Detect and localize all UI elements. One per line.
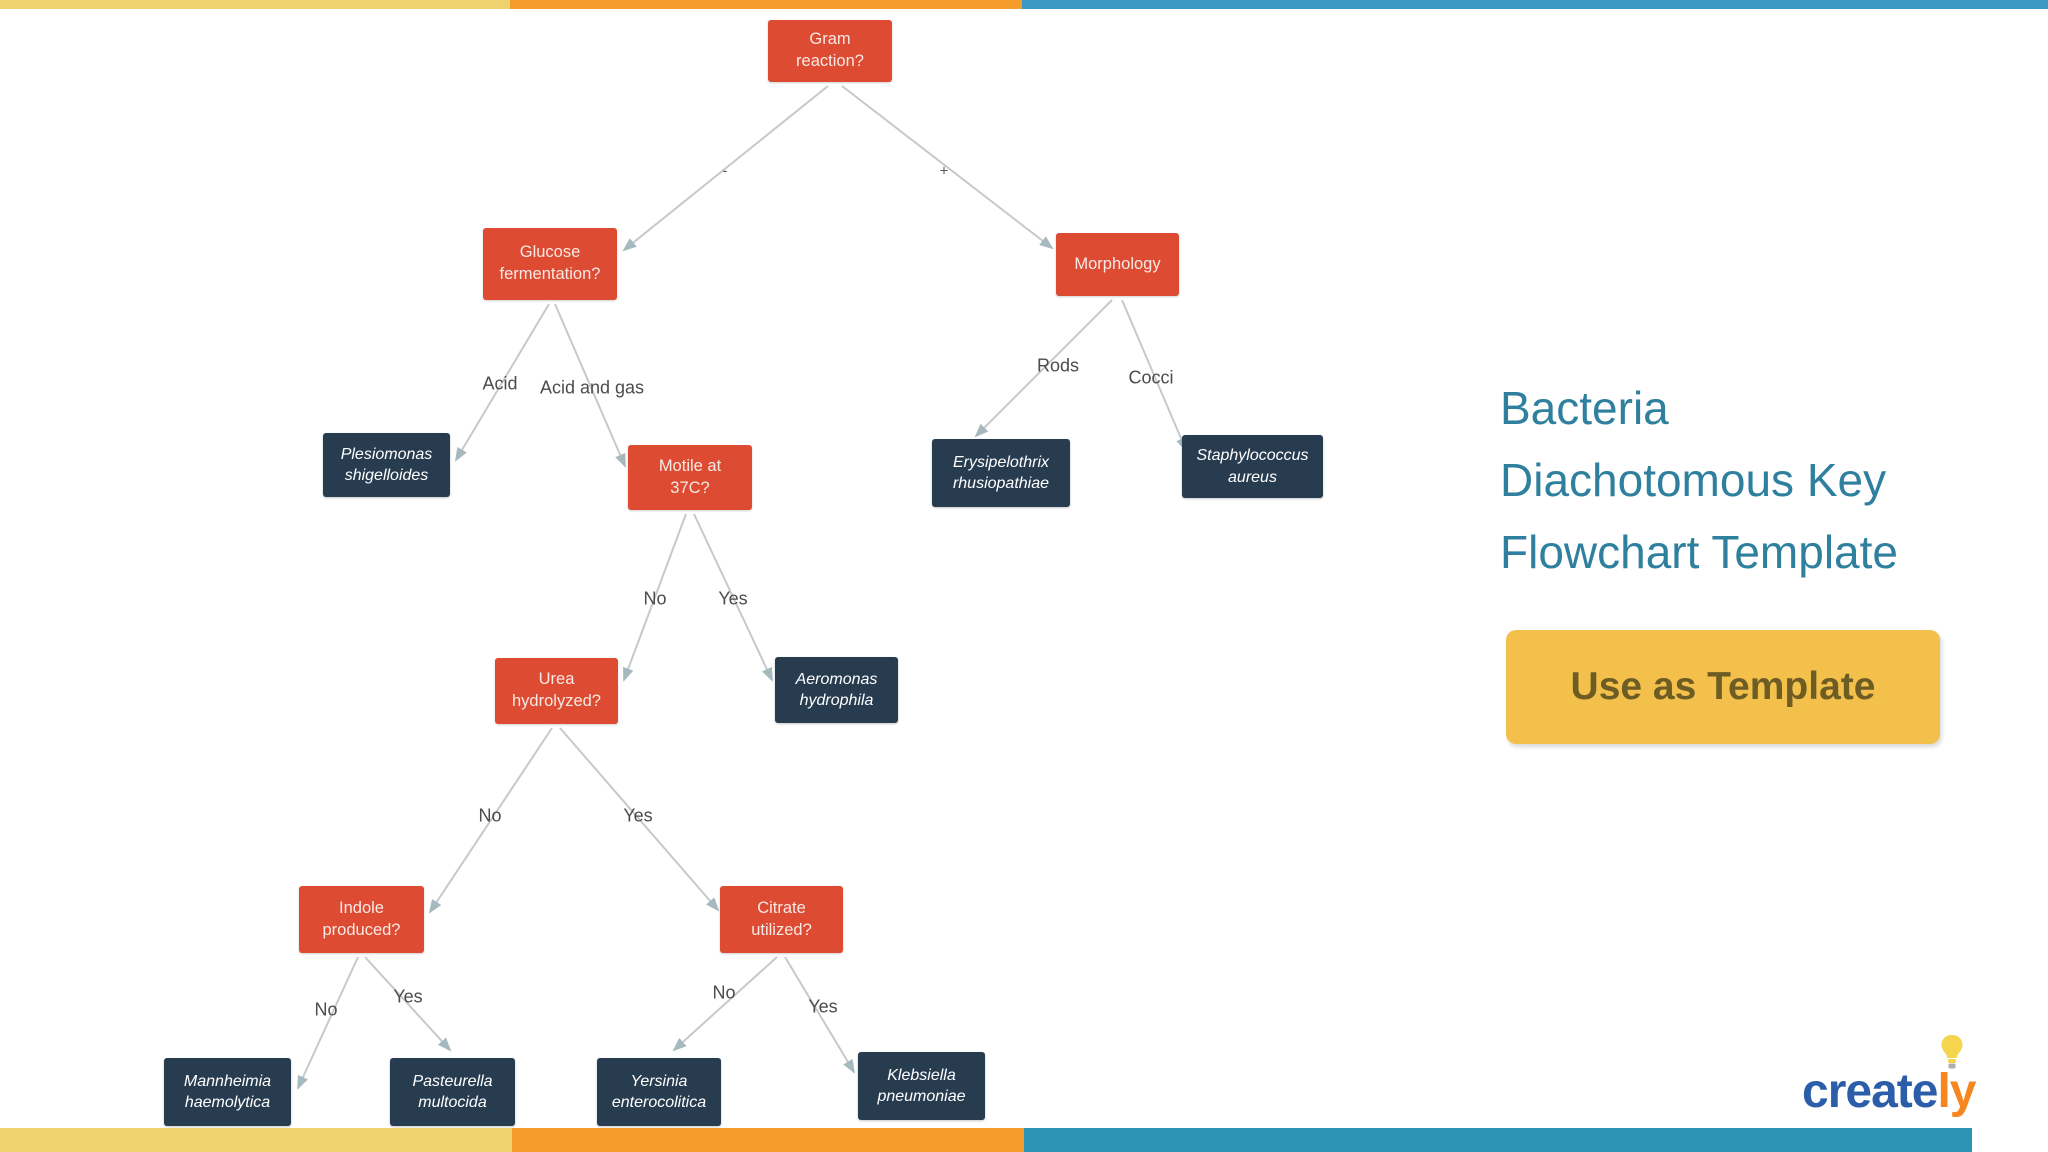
page-title: Bacteria Diachotomous Key Flowchart Temp…	[1500, 372, 1970, 588]
top-bar-orange-segment	[510, 0, 1022, 9]
edge-label-citrate-yes: Yes	[808, 996, 838, 1017]
node-label: Gram reaction?	[796, 30, 864, 70]
flowchart-node-urea-hydrolyzed: Urea hydrolyzed?	[495, 658, 618, 724]
node-label: Erysipelothrix rhusiopathiae	[952, 453, 1050, 492]
logo-text-create: create	[1802, 1065, 1938, 1118]
node-label: Aeromonas hydrophila	[795, 670, 878, 709]
bottom-bar-yellow-segment	[0, 1128, 512, 1152]
page-title-line-2: Diachotomous Key	[1500, 454, 1887, 506]
page-title-line-1: Bacteria	[1500, 382, 1669, 434]
flowchart-node-motile-at-37c: Motile at 37C?	[628, 445, 752, 510]
edge-label-urea-yes: Yes	[623, 805, 653, 826]
node-label: Indole produced?	[322, 898, 401, 939]
bottom-bar-teal-segment	[1024, 1128, 1972, 1152]
edge-label-acid-and-gas: Acid and gas	[539, 377, 645, 398]
flowchart-node-plesiomonas-shigelloides: Plesiomonas shigelloides	[323, 433, 450, 497]
node-label: Staphylococcus aureus	[1196, 447, 1309, 486]
flowchart-node-pasteurella-multocida: Pasteurella multocida	[390, 1058, 515, 1126]
node-label: Citrate utilized?	[751, 898, 812, 939]
flowchart-node-citrate-utilized: Citrate utilized?	[720, 886, 843, 953]
flowchart-node-indole-produced: Indole produced?	[299, 886, 424, 953]
node-label: Plesiomonas shigelloides	[340, 445, 433, 484]
edge-label-gram-positive: +	[939, 162, 949, 180]
edge-label-motile-no: No	[643, 588, 667, 609]
edge-label-gram-negative: -	[722, 162, 728, 180]
flowchart-node-erysipelothrix-rhusiopathiae: Erysipelothrix rhusiopathiae	[932, 439, 1070, 507]
node-label: Pasteurella multocida	[412, 1072, 493, 1111]
top-bar-blue-segment	[1022, 0, 2048, 9]
flowchart-node-gram-reaction: Gram reaction?	[768, 20, 892, 82]
flowchart-node-yersinia-enterocolitica: Yersinia enterocolitica	[597, 1058, 721, 1126]
edge-label-urea-no: No	[478, 805, 502, 826]
top-brand-bar	[0, 0, 2048, 9]
node-label: Urea hydrolyzed?	[512, 670, 601, 710]
page-title-line-3: Flowchart Template	[1500, 526, 1898, 578]
lightbulb-icon	[1941, 1035, 1963, 1069]
node-label: Glucose fermentation?	[499, 243, 601, 283]
node-label: Morphology	[1074, 254, 1161, 273]
node-label: Klebsiella pneumoniae	[877, 1066, 966, 1105]
creately-logo: creately	[1802, 1034, 2032, 1134]
edge-label-cocci: Cocci	[1128, 367, 1174, 388]
edge-label-motile-yes: Yes	[718, 588, 748, 609]
logo-text-ly: ly	[1937, 1065, 1976, 1118]
bottom-brand-bar	[0, 1128, 2048, 1152]
creately-logo-text: creately	[1802, 1064, 1976, 1119]
edge-label-indole-no: No	[314, 999, 338, 1020]
edge-label-citrate-no: No	[712, 982, 736, 1003]
flowchart-node-glucose-fermentation: Glucose fermentation?	[483, 228, 617, 300]
flowchart-node-morphology: Morphology	[1056, 233, 1179, 296]
node-label: Motile at 37C?	[658, 456, 722, 497]
node-label: Yersinia enterocolitica	[611, 1072, 707, 1111]
use-as-template-button[interactable]: Use as Template	[1506, 630, 1940, 744]
bottom-bar-orange-segment	[512, 1128, 1024, 1152]
flowchart-node-staphylococcus-aureus: Staphylococcus aureus	[1182, 435, 1323, 498]
edge-label-acid: Acid	[482, 373, 518, 394]
flowchart-node-mannheimia-haemolytica: Mannheimia haemolytica	[164, 1058, 291, 1126]
edge-label-indole-yes: Yes	[393, 986, 423, 1007]
bottom-bar-white-gap	[1972, 1128, 2048, 1152]
node-label: Mannheimia haemolytica	[183, 1072, 272, 1111]
flowchart-node-klebsiella-pneumoniae: Klebsiella pneumoniae	[858, 1052, 985, 1120]
top-bar-yellow-segment	[0, 0, 510, 9]
flowchart-node-aeromonas-hydrophila: Aeromonas hydrophila	[775, 657, 898, 723]
edge-label-rods: Rods	[1036, 355, 1080, 376]
